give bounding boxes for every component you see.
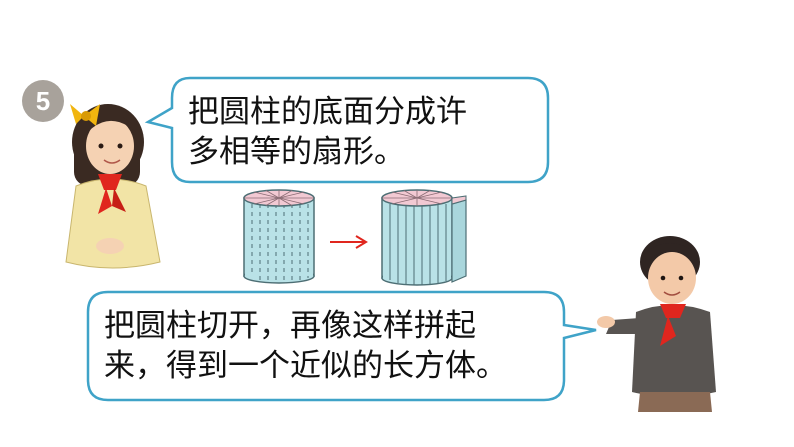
speech-bottom-text: 把圆柱切开，再像这样拼起 来，得到一个近似的长方体。 — [104, 308, 507, 384]
speech-bubble-bottom — [86, 290, 597, 402]
right-arrow-icon — [330, 235, 368, 249]
whole-cylinder — [243, 189, 315, 284]
speech-top-text: 把圆柱的底面分成许 多相等的扇形。 — [188, 94, 467, 170]
example-number-badge: 5 — [22, 80, 64, 122]
cut-cylinder — [381, 189, 467, 286]
speech-bubble-top — [144, 76, 550, 184]
